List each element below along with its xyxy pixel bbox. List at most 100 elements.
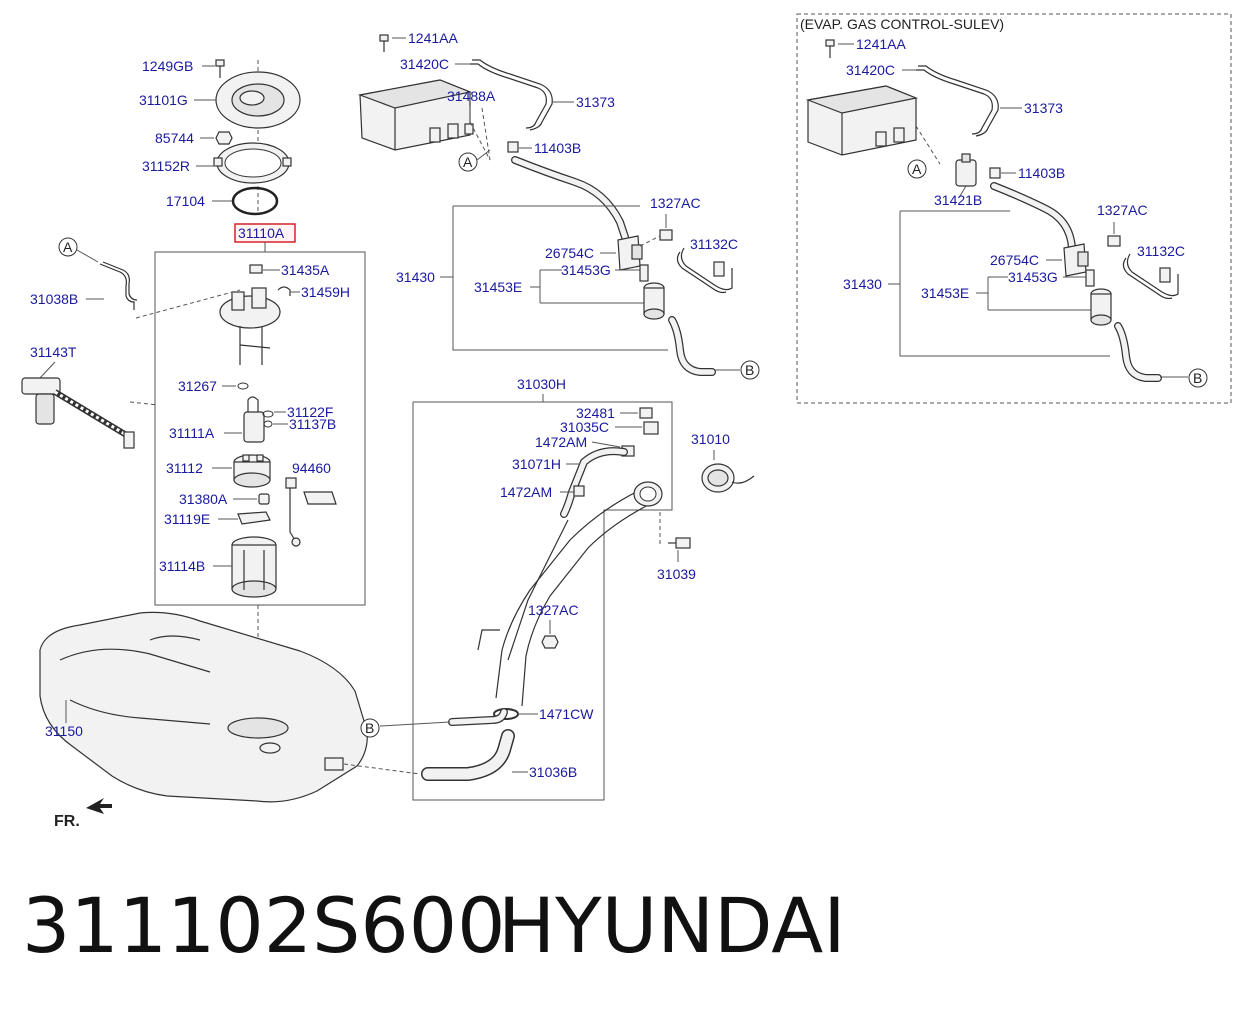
bolt-1241aa[interactable] [379, 34, 389, 52]
pipe-31373[interactable] [470, 59, 553, 131]
canister-31420c[interactable] [357, 79, 473, 151]
label-31453e-sulev[interactable]: 31453E [921, 285, 969, 301]
small-parts-31122f[interactable] [262, 410, 274, 428]
valve-31421b-sulev[interactable] [955, 153, 977, 187]
part-32481[interactable] [639, 407, 653, 419]
label-31137b[interactable]: 31137B [289, 416, 336, 432]
clip-31435a[interactable] [249, 264, 263, 274]
label-31071h[interactable]: 31071H [512, 456, 561, 472]
label-1241aa[interactable]: 1241AA [408, 30, 458, 46]
label-31143t[interactable]: 31143T [30, 344, 77, 360]
label-31010[interactable]: 31010 [691, 431, 730, 447]
label-31430[interactable]: 31430 [396, 269, 435, 285]
valve-31035c[interactable] [643, 421, 659, 435]
label-31039[interactable]: 31039 [657, 566, 696, 582]
part-31488a[interactable] [464, 123, 474, 135]
label-32481[interactable]: 32481 [576, 405, 615, 421]
label-31150[interactable]: 31150 [45, 723, 83, 739]
label-31152r[interactable]: 31152R [142, 158, 190, 174]
bolt-1241aa-sulev[interactable] [825, 39, 835, 58]
label-31420c-sulev[interactable]: 31420C [846, 62, 895, 78]
label-26754c[interactable]: 26754C [545, 245, 594, 261]
label-31459h[interactable]: 31459H [301, 284, 350, 300]
label-31420c[interactable]: 31420C [400, 56, 449, 72]
clamp-11403b-sulev[interactable] [989, 167, 1001, 179]
fitting-31453g[interactable] [639, 264, 649, 282]
label-11403b[interactable]: 11403B [534, 140, 581, 156]
bracket-26754c-sulev[interactable] [1063, 243, 1089, 277]
label-31380a[interactable]: 31380A [179, 491, 228, 507]
label-31112[interactable]: 31112 [166, 460, 203, 476]
fuel-sender-94460[interactable] [285, 477, 337, 547]
label-1472am-a[interactable]: 1472AM [535, 434, 587, 450]
screw-31039[interactable] [668, 537, 691, 549]
hose-31459h[interactable] [277, 286, 291, 296]
callout-b-sulev[interactable] [1188, 368, 1208, 388]
label-31373[interactable]: 31373 [576, 94, 615, 110]
filler-hose-31036b[interactable] [421, 729, 515, 781]
vent-hose[interactable] [511, 156, 629, 241]
locking-ring-31101g[interactable] [215, 71, 301, 129]
label-31453g-sulev[interactable]: 31453G [1008, 269, 1058, 285]
label-31110a[interactable]: 31110A [238, 225, 285, 241]
label-31111a[interactable]: 31111A [169, 425, 215, 441]
label-31030h[interactable]: 31030H [517, 376, 566, 392]
bolt-1327ac-a[interactable] [659, 229, 673, 241]
label-31114b[interactable]: 31114B [159, 558, 205, 574]
label-31373-sulev[interactable]: 31373 [1024, 100, 1063, 116]
label-31435a[interactable]: 31435A [281, 262, 330, 278]
label-31119e[interactable]: 31119E [164, 511, 210, 527]
label-31035c[interactable]: 31035C [560, 419, 609, 435]
canister-31420c-sulev[interactable] [805, 85, 919, 156]
label-31267[interactable]: 31267 [178, 378, 217, 394]
fuel-tank-31150[interactable] [39, 611, 368, 803]
label-31122f[interactable]: 31122F [287, 404, 333, 420]
label-1327ac-a[interactable]: 1327AC [650, 195, 701, 211]
label-17104[interactable]: 17104 [166, 193, 205, 209]
part-31380a[interactable] [258, 493, 270, 505]
fitting-31453g-sulev[interactable] [1085, 269, 1095, 287]
callout-b-right[interactable] [740, 360, 760, 380]
filter-31453e[interactable] [643, 282, 665, 320]
hose-31132c-sulev[interactable] [1122, 253, 1179, 300]
label-1241aa-sulev[interactable]: 1241AA [856, 36, 906, 52]
label-31430-sulev[interactable]: 31430 [843, 276, 882, 292]
label-31421b-sulev[interactable]: 31421B [934, 192, 982, 208]
label-31453e[interactable]: 31453E [474, 279, 522, 295]
label-85744[interactable]: 85744 [155, 130, 194, 146]
bolt-1249gb[interactable] [215, 59, 225, 78]
callout-b-left[interactable] [360, 718, 380, 738]
callout-a-left[interactable] [58, 237, 78, 257]
gasket-17104[interactable] [231, 186, 279, 216]
label-31038b[interactable]: 31038B [30, 291, 78, 307]
label-26754c-sulev[interactable]: 26754C [990, 252, 1039, 268]
label-31132c-sulev[interactable]: 31132C [1137, 243, 1185, 259]
label-1249gb[interactable]: 1249GB [142, 58, 193, 74]
clamp-1472am-b[interactable] [573, 485, 585, 497]
label-31132c[interactable]: 31132C [690, 236, 738, 252]
nut-1327ac-b[interactable] [541, 635, 559, 649]
fuel-cap-31010[interactable] [701, 463, 755, 493]
nut-85744[interactable] [215, 131, 233, 145]
bracket-26754c[interactable] [617, 235, 643, 271]
callout-a-center[interactable] [458, 152, 478, 172]
bolt-1327ac-sulev[interactable] [1107, 235, 1121, 247]
fuel-pump-31112[interactable] [233, 454, 271, 488]
label-1327ac-sulev[interactable]: 1327AC [1097, 202, 1148, 218]
label-1472am-b[interactable]: 1472AM [500, 484, 552, 500]
pipe-31373-sulev[interactable] [916, 65, 999, 137]
label-31488a[interactable]: 31488A [447, 88, 496, 104]
callout-a-sulev[interactable] [907, 159, 927, 179]
label-1471cw[interactable]: 1471CW [539, 706, 594, 722]
vapor-valve-31143t[interactable] [21, 377, 135, 449]
filler-pipe-31030h[interactable] [477, 481, 663, 707]
clamp-11403b[interactable] [507, 141, 519, 153]
label-94460[interactable]: 94460 [292, 460, 331, 476]
retainer-31152r[interactable] [213, 142, 292, 184]
o-ring-31267[interactable] [237, 382, 249, 390]
filter-31453e-sulev[interactable] [1090, 288, 1112, 326]
bracket-31119e[interactable] [237, 511, 271, 525]
fuel-filter-31111a[interactable] [243, 396, 265, 443]
fuel-line-31038b[interactable] [99, 261, 138, 310]
label-1327ac-b[interactable]: 1327AC [528, 602, 579, 618]
